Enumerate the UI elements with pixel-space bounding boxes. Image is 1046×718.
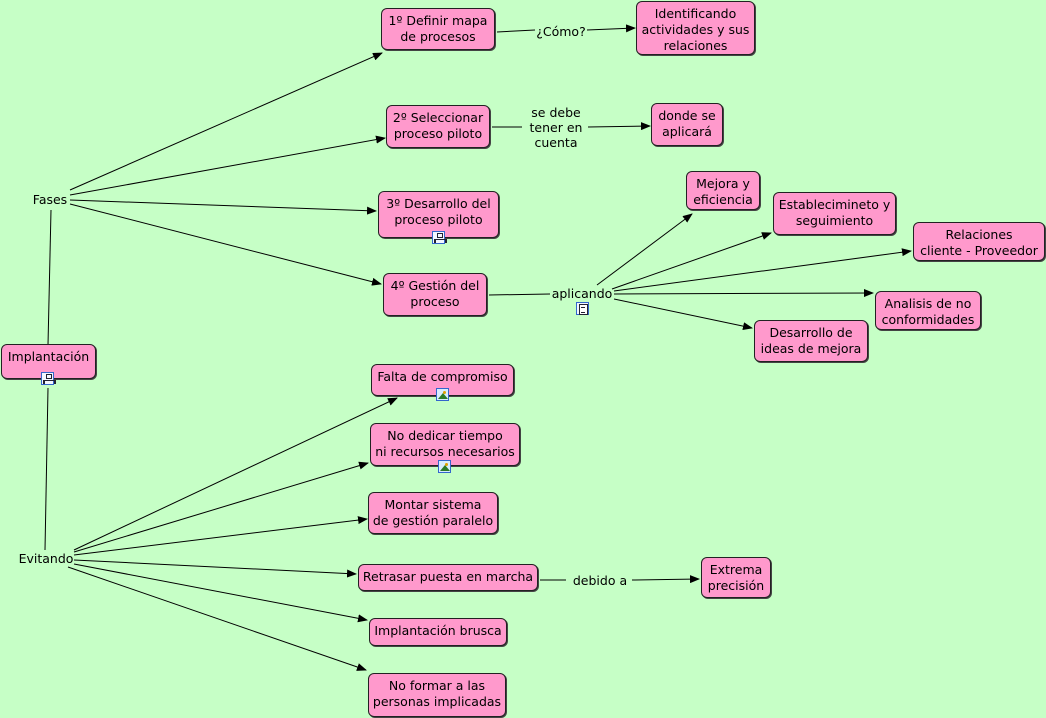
node-seleccionar[interactable]: 2º Seleccionar proceso piloto (386, 105, 490, 148)
node-relaciones[interactable]: Relaciones cliente - Proveedor (913, 222, 1045, 261)
hierarchy-icon[interactable] (432, 231, 447, 244)
node-donde-aplicara[interactable]: donde se aplicará (651, 103, 723, 146)
label-evitando: Evitando (18, 551, 74, 566)
label-debido: debido a (572, 573, 628, 588)
node-retrasar[interactable]: Retrasar puesta en marcha (358, 564, 538, 591)
node-definir-mapa[interactable]: 1º Definir mapa de procesos (381, 8, 495, 50)
label-aplicando: aplicando (551, 286, 613, 301)
node-no-dedicar[interactable]: No dedicar tiempo ni recursos necesarios (370, 423, 520, 466)
node-implantacion[interactable]: Implantación (1, 344, 96, 379)
node-montar[interactable]: Montar sistema de gestión paralelo (368, 492, 498, 534)
node-brusca[interactable]: Implantación brusca (369, 618, 507, 646)
document-icon[interactable] (576, 302, 589, 315)
node-no-formar[interactable]: No formar a las personas implicadas (368, 673, 506, 717)
node-ideas-mejora[interactable]: Desarrollo de ideas de mejora (754, 320, 868, 362)
node-desarrollo-piloto[interactable]: 3º Desarrollo del proceso piloto (378, 191, 499, 238)
image-icon[interactable] (436, 388, 449, 401)
node-mejora[interactable]: Mejora y eficiencia (686, 171, 760, 210)
label-se-debe: se debe tener en cuenta (529, 105, 583, 150)
node-identificando[interactable]: Identificando actividades y sus relacion… (636, 1, 755, 55)
hierarchy-icon[interactable] (41, 372, 56, 385)
node-analisis[interactable]: Analisis de no conformidades (875, 291, 981, 330)
node-gestion[interactable]: 4º Gestión del proceso (383, 273, 487, 316)
node-extrema[interactable]: Extrema precisión (701, 557, 771, 598)
image-icon[interactable] (438, 460, 451, 473)
label-fases: Fases (32, 192, 68, 207)
node-establecimiento[interactable]: Establecimineto y seguimiento (773, 192, 896, 235)
label-como: ¿Cómo? (536, 24, 586, 39)
